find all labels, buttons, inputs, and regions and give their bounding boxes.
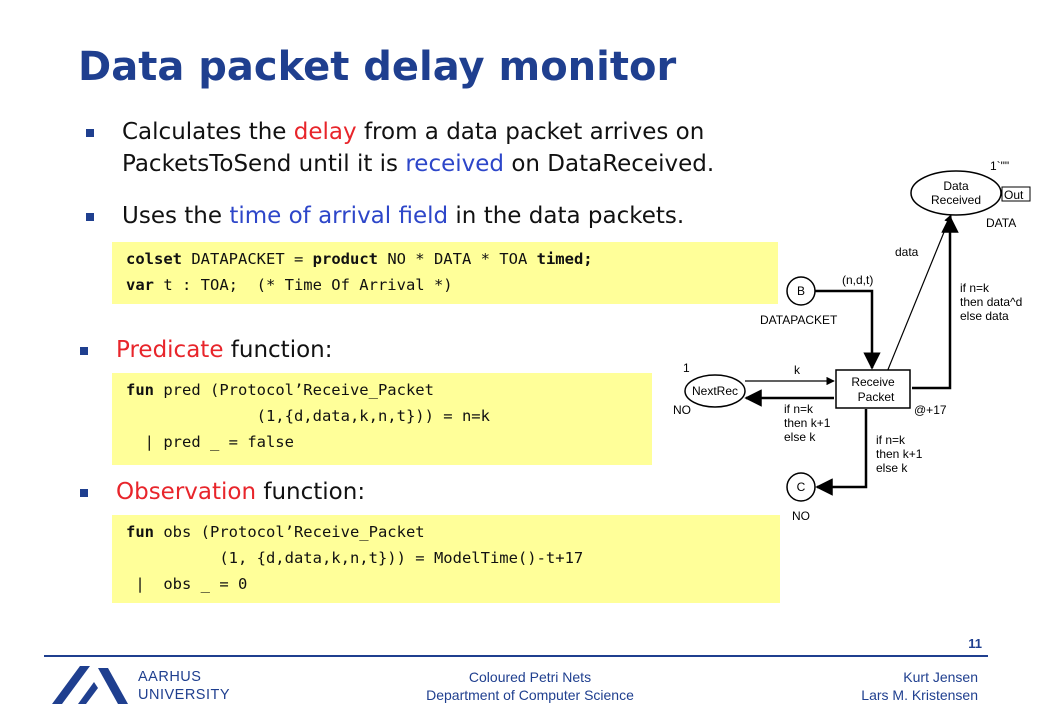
arc-b-to-transition bbox=[815, 289, 881, 370]
bullet-observation: Observation function: bbox=[80, 476, 480, 508]
observation-code-block: fun obs (Protocol’Receive_Packet (1, {d,… bbox=[112, 515, 780, 603]
out-port-tag bbox=[1001, 186, 1031, 202]
transition-label: Packet bbox=[858, 390, 895, 404]
place-label: Data bbox=[943, 179, 969, 193]
transition-receive-packet bbox=[835, 369, 911, 409]
bullet-delay: Calculates the delay from a data packet … bbox=[86, 116, 846, 180]
code-line: fun pred (Protocol’Receive_Packet bbox=[126, 381, 434, 399]
slide-title: Data packet delay monitor bbox=[78, 44, 677, 90]
author-name: Kurt Jensen bbox=[903, 669, 978, 685]
author-name: Lars M. Kristensen bbox=[861, 687, 978, 703]
footer-divider bbox=[44, 655, 988, 657]
arc-inscription: then k+1 bbox=[784, 416, 831, 430]
arc-inscription: if n=k bbox=[876, 433, 906, 447]
arc-inscription: else data bbox=[960, 309, 1009, 323]
arc-inscription: else k bbox=[784, 430, 816, 444]
code-line: colset DATAPACKET = product NO * DATA * … bbox=[126, 250, 593, 268]
initial-marking: 1 bbox=[683, 361, 690, 375]
predicate-highlight: Predicate bbox=[116, 337, 224, 363]
delay-highlight: delay bbox=[293, 119, 357, 145]
footer-course-info: Coloured Petri Nets Department of Comput… bbox=[380, 668, 680, 704]
bullet-text: Predicate function: bbox=[116, 337, 333, 363]
place-label: C bbox=[797, 480, 806, 494]
color-set-label: DATAPACKET bbox=[760, 313, 838, 327]
out-port-label: Out bbox=[1004, 188, 1024, 202]
arc-inscription: then k+1 bbox=[876, 447, 923, 461]
arc-inscription: then data^d bbox=[960, 295, 1022, 309]
bullet-marker bbox=[80, 489, 88, 497]
place-data-received bbox=[910, 170, 1002, 216]
department-name: Department of Computer Science bbox=[426, 687, 634, 703]
bullet-predicate: Predicate function: bbox=[80, 334, 440, 366]
predicate-code-block: fun pred (Protocol’Receive_Packet (1,{d,… bbox=[112, 373, 652, 465]
arc-inscription: (n,d,t) bbox=[842, 273, 873, 287]
code-line: fun obs (Protocol’Receive_Packet bbox=[126, 523, 425, 541]
arc-inscription: if n=k bbox=[784, 402, 814, 416]
footer-authors: Kurt Jensen Lars M. Kristensen bbox=[861, 668, 978, 704]
bullet-time-of-arrival: Uses the time of arrival field in the da… bbox=[86, 200, 806, 232]
code-line: (1,{d,data,k,n,t})) = n=k bbox=[126, 407, 490, 425]
place-c bbox=[786, 472, 816, 502]
initial-marking: 1`"" bbox=[990, 159, 1009, 173]
university-name: AARHUS UNIVERSITY bbox=[138, 669, 231, 703]
time-delay-label: @+17 bbox=[914, 403, 947, 417]
arc-inscription: if n=k bbox=[960, 281, 990, 295]
aarhus-university-logo bbox=[52, 666, 128, 704]
bullet-marker bbox=[86, 213, 94, 221]
color-set-label: DATA bbox=[986, 216, 1016, 230]
color-set-label: NO bbox=[673, 403, 691, 417]
arc-transition-to-c bbox=[815, 409, 868, 496]
page-number: 11 bbox=[968, 636, 982, 651]
place-label: Received bbox=[931, 193, 981, 207]
arc-inscription: k bbox=[794, 363, 801, 377]
code-line: var t : TOA; (* Time Of Arrival *) bbox=[126, 276, 453, 294]
received-highlight: received bbox=[405, 151, 505, 177]
code-line: | obs _ = 0 bbox=[126, 575, 248, 593]
bullet-marker bbox=[86, 129, 94, 137]
observation-highlight: Observation bbox=[116, 479, 257, 505]
bullet-text: Observation function: bbox=[116, 479, 366, 505]
place-label: NextRec bbox=[692, 384, 738, 398]
bullet-text: Uses the time of arrival field in the da… bbox=[122, 203, 685, 229]
arc-data bbox=[886, 214, 953, 373]
toa-highlight: time of arrival field bbox=[229, 203, 449, 229]
cpn-diagram: Data Received 1`"" Out DATA data if n=k … bbox=[673, 159, 1031, 523]
bullet-marker bbox=[80, 347, 88, 355]
code-line: | pred _ = false bbox=[126, 433, 294, 451]
bullet-text: Calculates the delay from a data packet … bbox=[122, 119, 715, 177]
arc-if-data bbox=[912, 215, 959, 390]
place-label: B bbox=[797, 284, 805, 298]
colset-code-block: colset DATAPACKET = product NO * DATA * … bbox=[112, 242, 778, 304]
arc-inscription: else k bbox=[876, 461, 908, 475]
transition-label: Receive bbox=[851, 375, 895, 389]
course-name: Coloured Petri Nets bbox=[468, 669, 592, 685]
code-line: (1, {d,data,k,n,t})) = ModelTime()-t+17 bbox=[126, 549, 584, 567]
arc-inscription: data bbox=[895, 245, 919, 259]
color-set-label: NO bbox=[792, 509, 810, 523]
